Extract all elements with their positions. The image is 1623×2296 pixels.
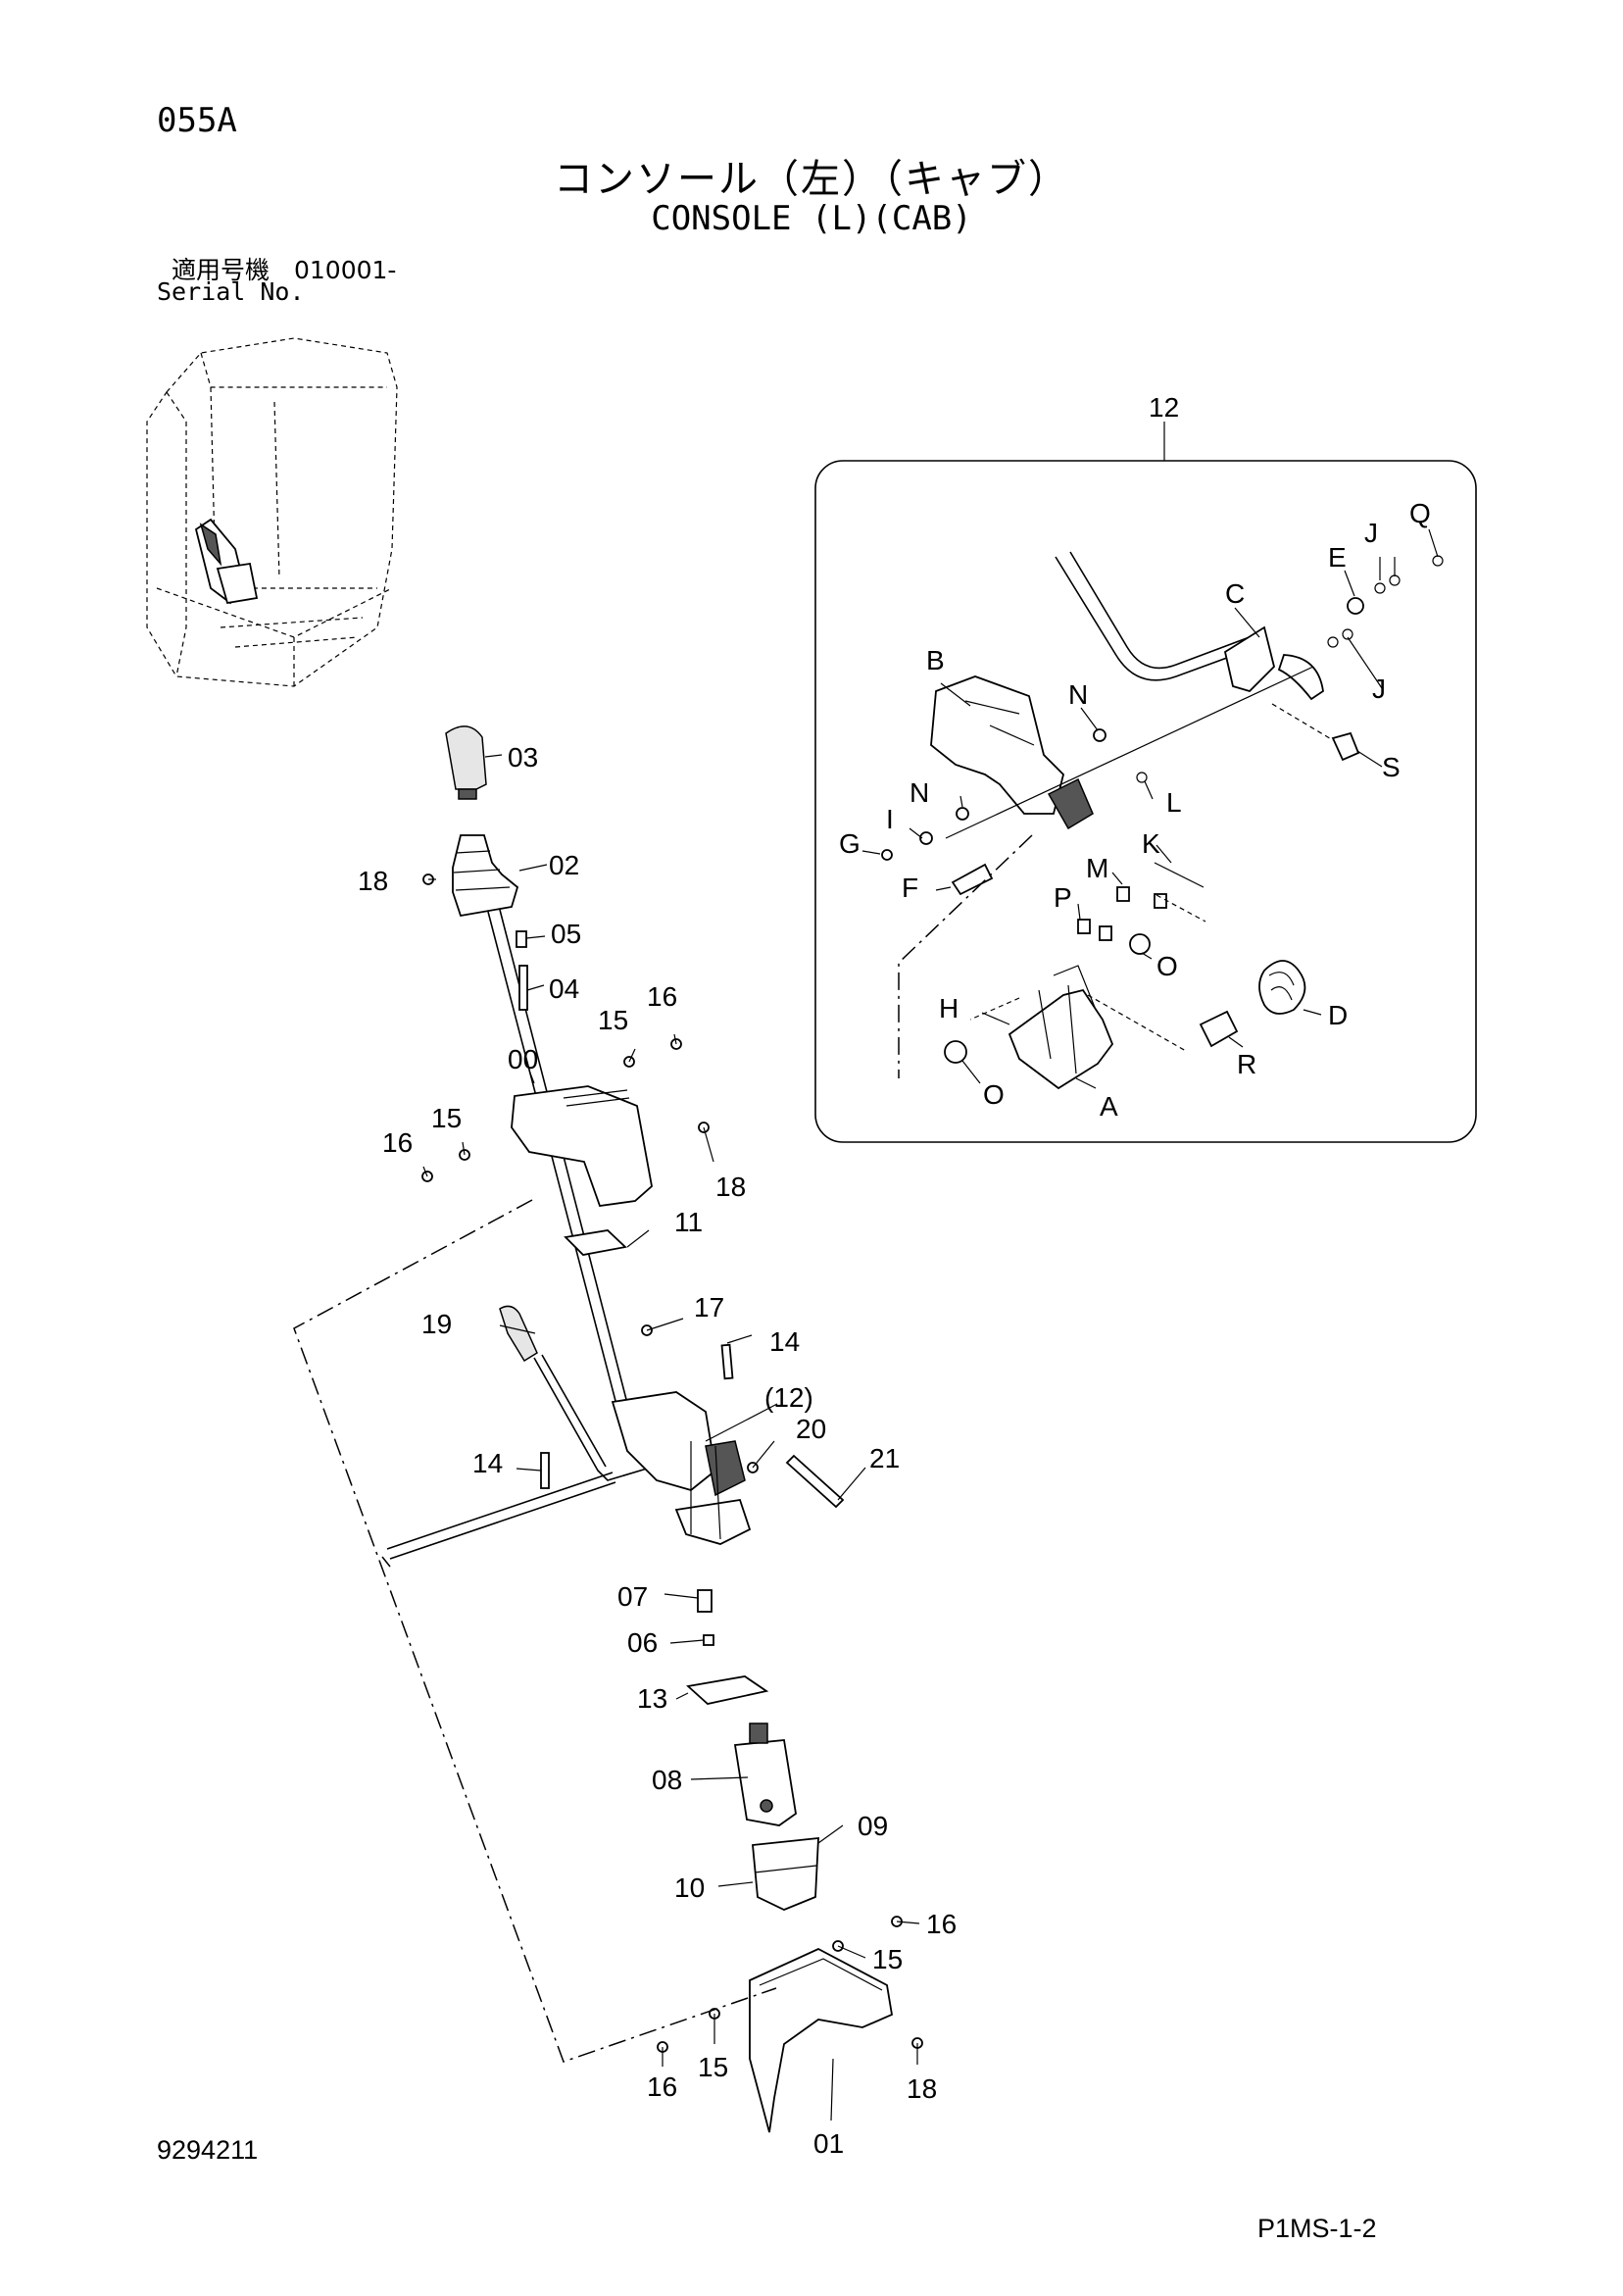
callout-q: Q [1409,498,1431,528]
title-japanese: コンソール（左）（キャブ） [554,157,1069,202]
callout-15b: 15 [431,1103,462,1133]
callout-05: 05 [551,919,581,949]
callout-14b: 14 [472,1448,503,1478]
callout-11: 11 [674,1207,703,1237]
callout-g: G [839,828,861,859]
grip-19 [499,1305,538,1363]
callout-16d: 16 [647,2071,677,2102]
serial-label-japanese: 適用号機 010001- [172,256,397,284]
callout-07: 07 [617,1581,648,1612]
plate-c [1223,625,1275,693]
callout-o: O [1156,951,1178,981]
boot-09 [752,1836,819,1911]
main-callouts: 03 02 18 05 04 15 16 00 15 16 18 11 17 1… [358,742,957,2159]
callout-f: F [902,873,918,903]
title-english: CONSOLE (L)(CAB) [651,199,972,238]
inset-title-12: 12 [1149,392,1179,423]
plate-11 [564,1229,627,1256]
lever-rod [487,911,628,1447]
callout-19: 19 [421,1309,452,1339]
callout-e: E [1328,542,1347,573]
callout-l: L [1166,787,1182,818]
inset-frame [814,460,1477,1143]
callout-j: J [1364,518,1378,548]
callout-14: 14 [769,1326,800,1357]
callout-09: 09 [858,1811,888,1841]
callout-20: 20 [796,1414,826,1444]
collar-07 [697,1589,713,1613]
callout-c: C [1225,578,1245,609]
callout-d: D [1328,1000,1348,1030]
boot-02 [452,834,519,918]
callout-08: 08 [652,1765,682,1795]
callout-i: I [886,804,894,834]
cab-location-sketch [146,337,398,687]
bushing-r [1199,1010,1239,1048]
callout-n2: N [910,777,929,808]
callout-a: A [1100,1091,1118,1122]
knob-03 [445,725,487,790]
callout-16c: 16 [926,1909,957,1939]
bracket-b [930,675,1064,815]
page-id: 055A [157,101,237,140]
callout-18b: 18 [715,1172,746,1202]
page-code: P1MS-1-2 [1257,2214,1377,2243]
bracket-a [1008,988,1114,1090]
knob-thread [458,788,477,800]
callout-21: 21 [869,1443,900,1473]
callout-12-ref: (12) [764,1382,813,1413]
cover-00 [511,1085,653,1207]
serial-label-english: Serial No. [157,277,305,306]
callout-m: M [1086,853,1108,883]
bracket-12 [611,1391,716,1491]
callout-00: 00 [508,1044,538,1074]
callout-r: R [1237,1049,1256,1079]
pin-21 [785,1454,845,1509]
main-exploded-assembly [293,725,923,2133]
cover-01 [749,1947,894,2133]
callout-18c: 18 [907,2073,937,2104]
callout-n: N [1068,679,1088,710]
callout-15c: 15 [872,1944,903,1974]
callout-s: S [1382,752,1401,782]
document-number: 9294211 [157,2135,259,2165]
spacer-06 [703,1634,714,1646]
callout-17: 17 [694,1292,724,1323]
callout-h: H [939,993,959,1023]
callout-o2: O [983,1079,1005,1110]
inset-detail-12 [814,422,1477,1143]
plate-13 [686,1675,769,1705]
part-e [1347,597,1364,615]
part-s [1331,731,1360,762]
callout-10: 10 [674,1872,705,1903]
callout-04: 04 [549,973,579,1004]
callout-16b: 16 [382,1127,413,1158]
callout-13: 13 [637,1683,667,1714]
pin-f [951,863,994,896]
callout-16: 16 [647,981,677,1012]
callout-18: 18 [358,866,388,896]
inset-callouts: 12 Q E J C J B N S N L I G F K M P O H D… [839,392,1431,1122]
callout-01: 01 [813,2128,844,2159]
callout-k: K [1142,828,1160,859]
callout-b: B [926,645,945,675]
callout-15d: 15 [698,2052,728,2082]
callout-15: 15 [598,1005,628,1035]
callout-03: 03 [508,742,538,773]
callout-p: P [1054,882,1072,913]
switch-08 [733,1739,797,1826]
callout-02: 02 [549,850,579,880]
callout-j2: J [1372,674,1386,704]
callout-06: 06 [627,1627,658,1658]
